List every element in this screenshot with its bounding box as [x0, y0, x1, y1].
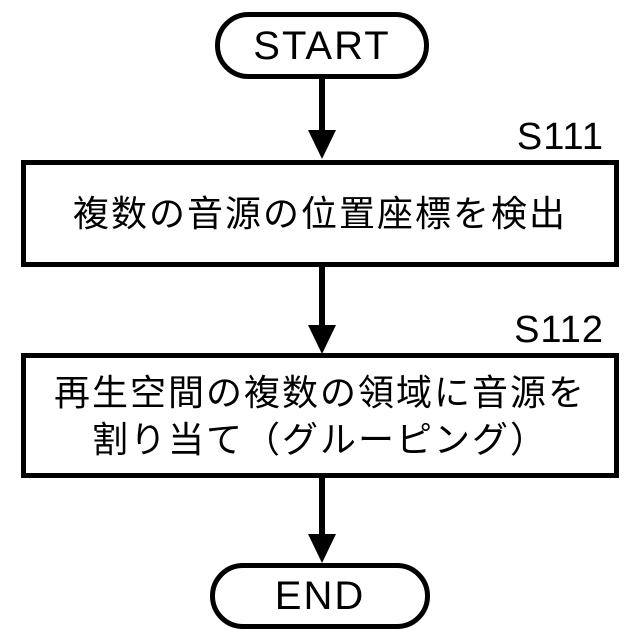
arrow-shaft-step2-to-end: [319, 473, 325, 536]
arrow-shaft-step1-to-step2: [319, 263, 325, 326]
process-node-s111-label: 複数の音源の位置座標を検出: [72, 193, 567, 234]
arrow-head-icon: [308, 534, 336, 563]
arrow-shaft-start-to-step1: [319, 75, 325, 134]
process-node-s112-label-line2: 割り当て（グルーピング）: [91, 418, 548, 460]
end-node-label: END: [274, 574, 366, 618]
step-label-s111: S111: [516, 116, 604, 158]
process-node-s112-label-line1: 再生空間の複数の領域に音源を: [53, 371, 586, 413]
end-node: END: [210, 563, 430, 629]
start-node: START: [215, 12, 429, 79]
start-node-label: START: [253, 23, 391, 68]
process-node-s111: 複数の音源の位置座標を検出: [21, 160, 619, 267]
arrow-head-icon: [308, 130, 336, 159]
step-label-s112: S112: [514, 309, 604, 351]
arrow-head-icon: [308, 325, 336, 354]
process-node-s112: 再生空間の複数の領域に音源を 割り当て（グルーピング）: [21, 353, 619, 478]
